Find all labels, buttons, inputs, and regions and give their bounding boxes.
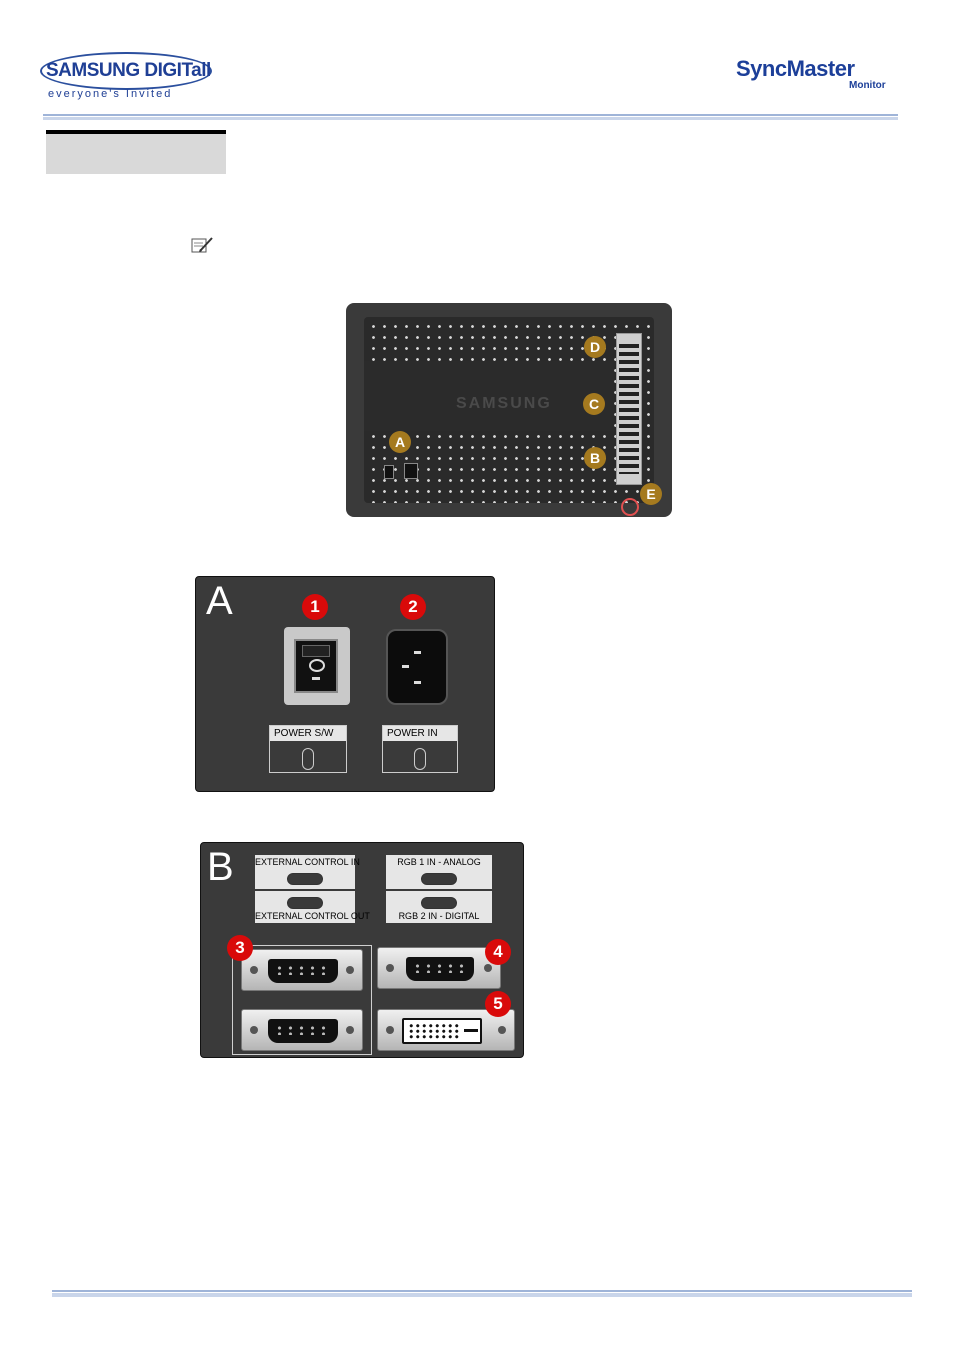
marker-b: B (584, 447, 606, 469)
rear-power-inlet (404, 463, 418, 479)
power-rocker (294, 639, 338, 693)
d-sub-connector (406, 957, 474, 981)
label-slot (287, 897, 323, 909)
db9-connector (268, 959, 338, 983)
panel-a-power: A 1 2 POWER S/W POWER IN (195, 576, 495, 792)
power-inlet (386, 629, 448, 705)
external-control-in-port (241, 949, 363, 991)
samsung-brand-text: SAMSUNG DIGITall (46, 60, 211, 82)
syncmaster-text: SyncMaster (736, 56, 855, 82)
label-divider (386, 889, 492, 891)
rgb1-analog-port (377, 947, 501, 989)
port-screw (386, 964, 394, 972)
samsung-tagline: everyone's Invited (48, 88, 172, 100)
panel-a-letter: A (206, 579, 233, 624)
rear-power-switch (384, 465, 394, 479)
rgb2-digital-text: RGB 2 IN - DIGITAL (386, 911, 492, 921)
panel-b-signal: B EXTERNAL CONTROL IN EXTERNAL CONTROL O… (200, 842, 524, 1058)
dvi-flat-pin (464, 1029, 478, 1032)
inlet-pin (402, 665, 409, 668)
power-switch (284, 627, 350, 705)
port-screw (250, 1026, 258, 1034)
rgb-input-label: RGB 1 IN - ANALOG RGB 2 IN - DIGITAL (386, 855, 492, 923)
db9-connector (268, 1019, 338, 1043)
ext-control-in-text: EXTERNAL CONTROL IN (255, 857, 355, 867)
samsung-logo: SAMSUNG DIGITall everyone's Invited (40, 48, 215, 104)
inlet-pin (414, 681, 421, 684)
label-slot (287, 873, 323, 885)
port-screw (346, 966, 354, 974)
power-sw-label: POWER S/W (269, 725, 347, 773)
rear-port-column (616, 333, 642, 485)
rocker-on-symbol (312, 677, 320, 680)
label-slot (421, 873, 457, 885)
callout-2: 2 (400, 594, 426, 620)
label-slot (414, 748, 426, 770)
top-divider (43, 114, 898, 120)
section-heading-box (46, 130, 226, 174)
label-slot (421, 897, 457, 909)
port-screw (250, 966, 258, 974)
power-in-label: POWER IN (382, 725, 458, 773)
external-control-out-port (241, 1009, 363, 1051)
rear-brand-text: SAMSUNG (456, 395, 552, 413)
marker-e-ring (621, 498, 639, 516)
note-pencil-icon (190, 235, 216, 255)
label-divider (255, 889, 355, 891)
power-in-label-text: POWER IN (383, 726, 457, 741)
inlet-pin (414, 651, 421, 654)
ext-control-out-text: EXTERNAL CONTROL OUT (255, 911, 355, 921)
panel-b-letter: B (207, 845, 234, 890)
port-screw (498, 1026, 506, 1034)
rgb1-analog-text: RGB 1 IN - ANALOG (386, 857, 492, 867)
callout-4: 4 (485, 939, 511, 965)
monitor-text: Monitor (849, 80, 886, 91)
marker-d: D (584, 336, 606, 358)
callout-3: 3 (227, 935, 253, 961)
label-slot (302, 748, 314, 770)
marker-a: A (389, 431, 411, 453)
external-control-label: EXTERNAL CONTROL IN EXTERNAL CONTROL OUT (255, 855, 355, 923)
port-screw (484, 964, 492, 972)
rocker-off-symbol (309, 659, 325, 672)
callout-1: 1 (302, 594, 328, 620)
power-sw-label-text: POWER S/W (270, 726, 346, 741)
port-screw (346, 1026, 354, 1034)
port-screw (386, 1026, 394, 1034)
marker-c: C (583, 393, 605, 415)
dvi-connector (402, 1018, 482, 1044)
rocker-top (302, 645, 330, 657)
bottom-divider (52, 1290, 912, 1297)
syncmaster-logo: SyncMaster Monitor (736, 56, 896, 96)
marker-e: E (640, 483, 662, 505)
callout-5: 5 (485, 991, 511, 1017)
monitor-rear-view: SAMSUNG A B C D (346, 303, 672, 517)
